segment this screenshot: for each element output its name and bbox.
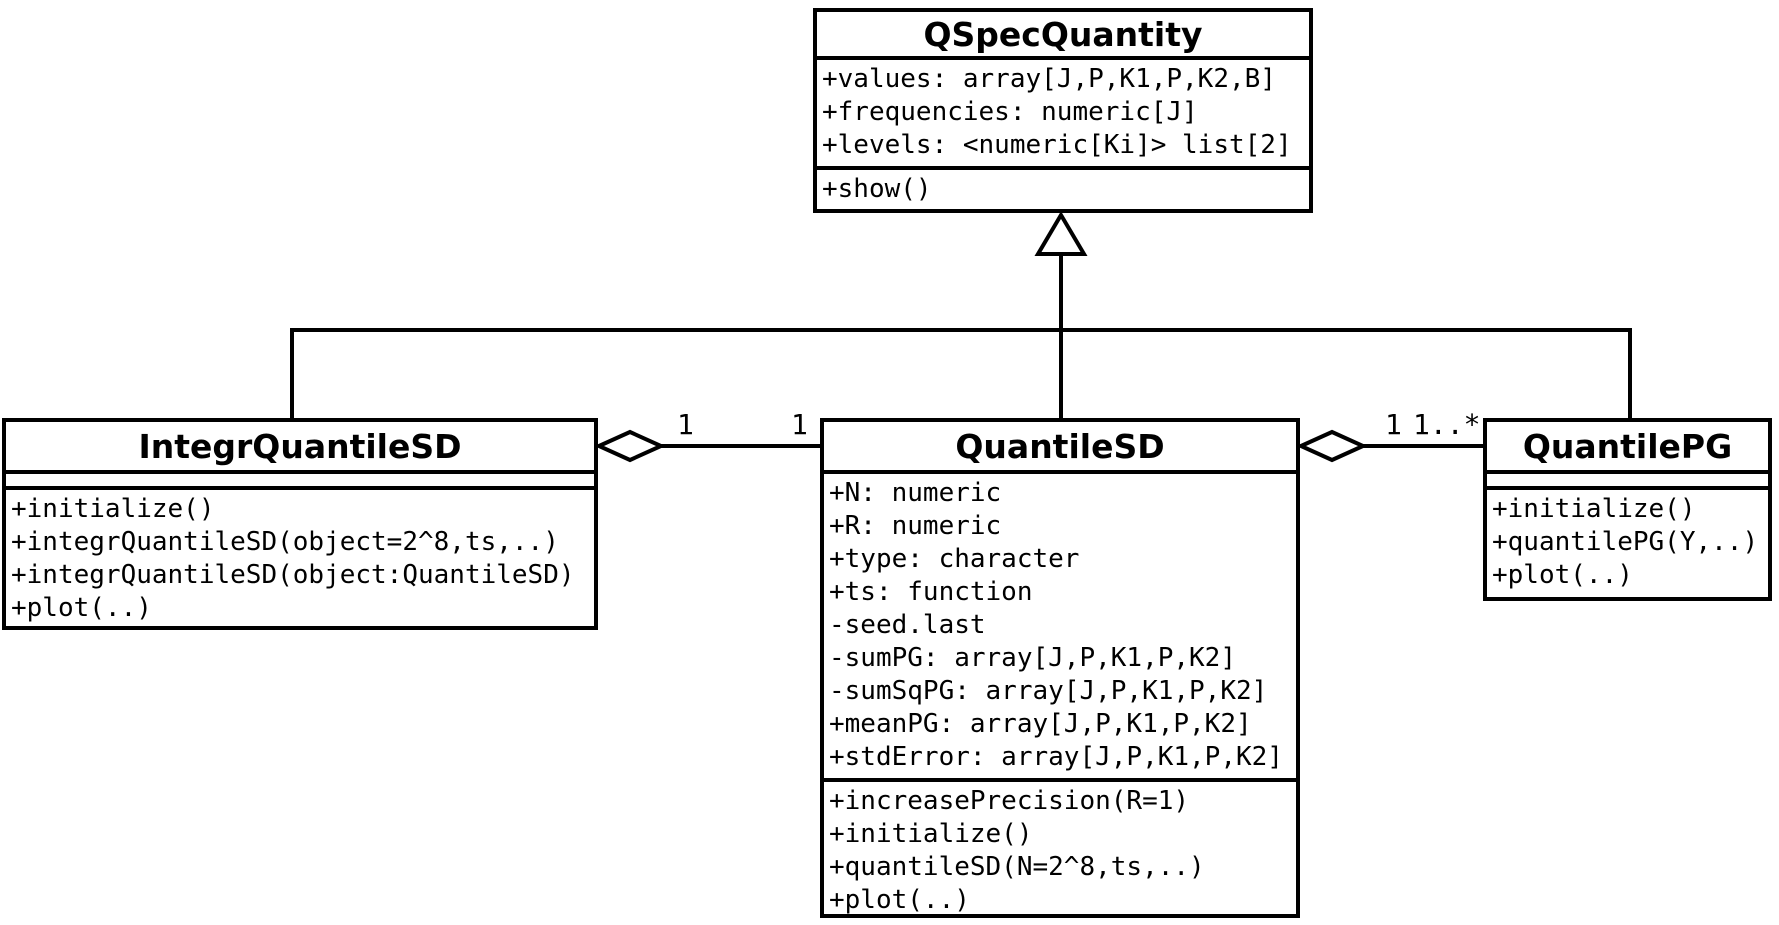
aggregation-diamond-icon-qsd bbox=[1296, 429, 1368, 463]
class-member: +quantilePG(Y,..) bbox=[1492, 527, 1759, 557]
class-member: +type: character bbox=[829, 544, 1080, 574]
attributes-compartment: +values: array[J,P,K1,P,K2,B]+frequencie… bbox=[817, 60, 1309, 170]
class-box-quantilesd: QuantileSD +N: numeric+R: numeric+type: … bbox=[820, 418, 1300, 918]
class-member: +integrQuantileSD(object=2^8,ts,..) bbox=[11, 527, 559, 557]
class-member: +initialize() bbox=[829, 819, 1033, 849]
multiplicity-right-part: 1..* bbox=[1413, 408, 1481, 441]
class-member: +integrQuantileSD(object:QuantileSD) bbox=[11, 560, 575, 590]
multiplicity-right-whole: 1 bbox=[1385, 408, 1402, 441]
class-box-integrquantilesd: IntegrQuantileSD +initialize()+integrQua… bbox=[2, 418, 598, 630]
class-member: +frequencies: numeric[J] bbox=[822, 97, 1198, 127]
class-member: +plot(..) bbox=[829, 885, 970, 915]
attributes-compartment-empty bbox=[6, 474, 594, 490]
methods-compartment: +initialize()+quantilePG(Y,..)+plot(..) bbox=[1487, 490, 1768, 597]
methods-compartment: +increasePrecision(R=1)+initialize()+qua… bbox=[824, 782, 1296, 921]
methods-compartment: +initialize()+integrQuantileSD(object=2^… bbox=[6, 490, 594, 629]
class-member: +plot(..) bbox=[1492, 560, 1633, 590]
class-member: -sumSqPG: array[J,P,K1,P,K2] bbox=[829, 676, 1268, 706]
attributes-compartment-empty bbox=[1487, 474, 1768, 490]
class-title-quantilepg: QuantilePG bbox=[1487, 422, 1768, 474]
class-member: +initialize() bbox=[1492, 494, 1696, 524]
class-member: +meanPG: array[J,P,K1,P,K2] bbox=[829, 709, 1252, 739]
class-member: +N: numeric bbox=[829, 478, 1002, 508]
class-member: +increasePrecision(R=1) bbox=[829, 786, 1190, 816]
class-member: +stdError: array[J,P,K1,P,K2] bbox=[829, 742, 1283, 772]
class-box-qspecquantity: QSpecQuantity +values: array[J,P,K1,P,K2… bbox=[813, 8, 1313, 213]
class-title-quantilesd: QuantileSD bbox=[824, 422, 1296, 474]
class-member: -sumPG: array[J,P,K1,P,K2] bbox=[829, 643, 1236, 673]
class-member: +initialize() bbox=[11, 494, 215, 524]
class-member: +show() bbox=[822, 174, 932, 204]
class-member: +ts: function bbox=[829, 577, 1033, 607]
class-member: +levels: <numeric[Ki]> list[2] bbox=[822, 130, 1292, 160]
multiplicity-left-whole: 1 bbox=[677, 408, 694, 441]
multiplicity-left-part: 1 bbox=[791, 408, 808, 441]
class-title-qspecquantity: QSpecQuantity bbox=[817, 12, 1309, 60]
aggregation-diamond-icon-integr bbox=[594, 429, 666, 463]
class-member: +plot(..) bbox=[11, 593, 152, 623]
attributes-compartment: +N: numeric+R: numeric+type: character+t… bbox=[824, 474, 1296, 782]
class-member: +quantileSD(N=2^8,ts,..) bbox=[829, 852, 1205, 882]
class-box-quantilepg: QuantilePG +initialize()+quantilePG(Y,..… bbox=[1483, 418, 1772, 601]
class-member: -seed.last bbox=[829, 610, 986, 640]
class-title-integrquantilesd: IntegrQuantileSD bbox=[6, 422, 594, 474]
class-member: +R: numeric bbox=[829, 511, 1002, 541]
generalization-triangle-icon bbox=[1034, 211, 1088, 256]
methods-compartment: +show() bbox=[817, 170, 1309, 210]
class-member: +values: array[J,P,K1,P,K2,B] bbox=[822, 64, 1276, 94]
